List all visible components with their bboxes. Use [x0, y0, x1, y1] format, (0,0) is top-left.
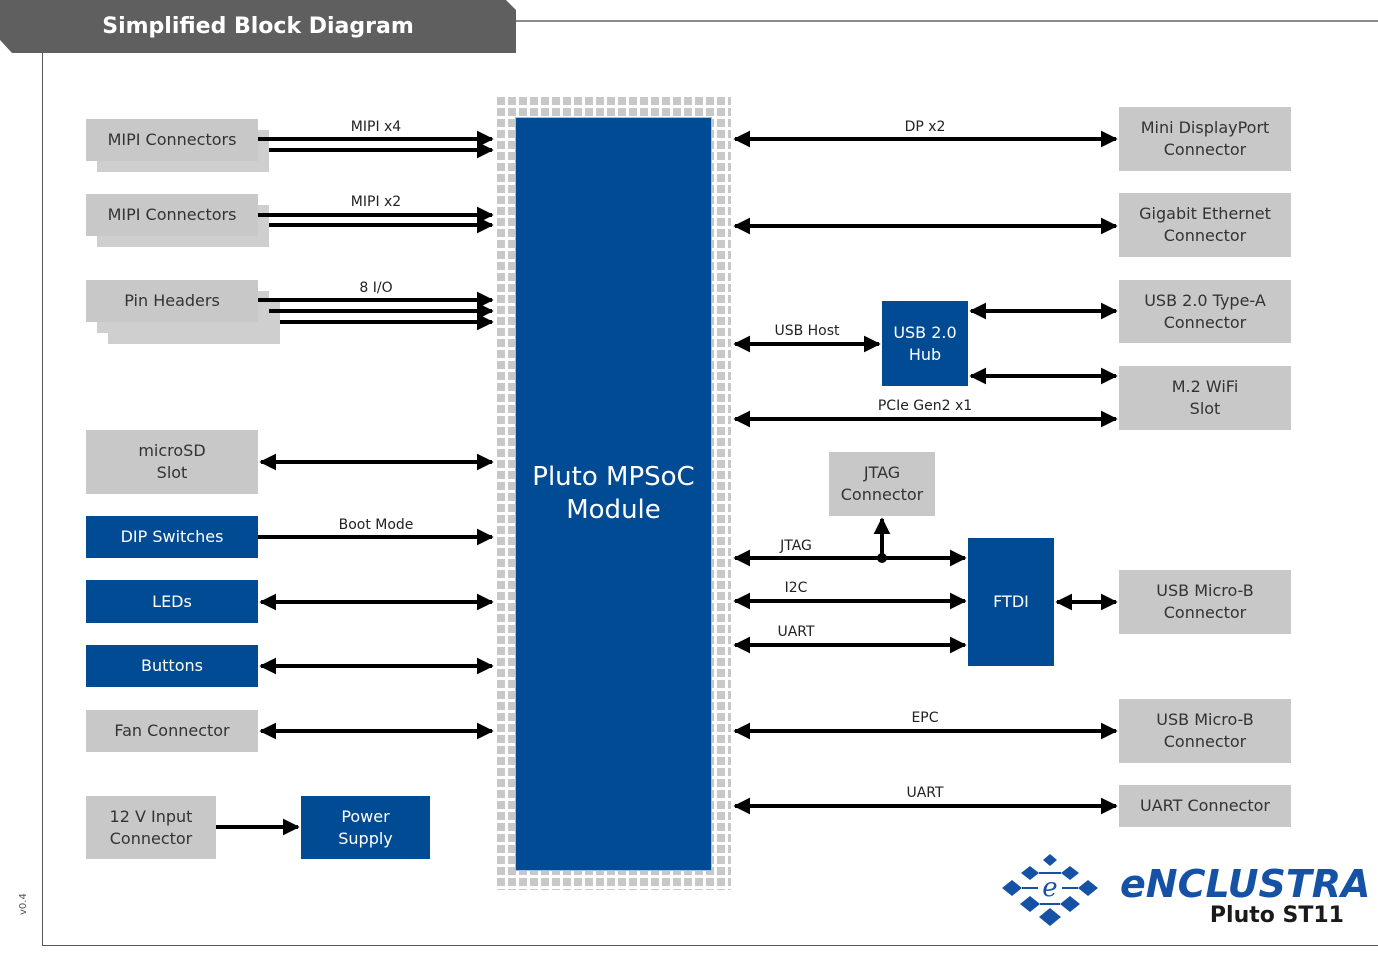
12v-input-connector-block: 12 V Input Connector [86, 796, 216, 859]
pin-headers-block: Pin Headers [86, 280, 258, 322]
product-name: Pluto ST11 [1209, 903, 1344, 928]
header-band [0, 0, 516, 53]
label-usb-host: USB Host [774, 323, 840, 339]
usb-micro-b-connector-epc-block: USB Micro-B Connector [1119, 699, 1291, 763]
label-uart-ftdi: UART [777, 624, 815, 640]
pluto-mpsoc-module: Pluto MPSoC Module [515, 117, 712, 871]
jtag-connector-block: JTAG Connector [829, 452, 935, 516]
frame-bottom-border [42, 945, 1378, 946]
ftdi-block: FTDI [968, 538, 1054, 666]
buttons-block: Buttons [86, 645, 258, 687]
usb-micro-b-connector-ftdi-block: USB Micro-B Connector [1119, 570, 1291, 634]
enclustra-brand-text: eNCLUSTRA [1120, 862, 1371, 906]
power-supply-block: Power Supply [301, 796, 430, 859]
microsd-slot-block: microSD Slot [86, 430, 258, 494]
mipi-x4-connectors-block: MIPI Connectors [86, 119, 258, 161]
label-i2c: I2C [784, 580, 808, 596]
label-jtag: JTAG [780, 538, 812, 554]
usb-type-a-connector-block: USB 2.0 Type-A Connector [1119, 280, 1291, 343]
dip-switches-block: DIP Switches [86, 516, 258, 558]
enclustra-logo-icon: e [1002, 854, 1098, 926]
gigabit-ethernet-connector-block: Gigabit Ethernet Connector [1119, 193, 1291, 257]
m2-wifi-slot-block: M.2 WiFi Slot [1119, 366, 1291, 430]
page-title: Simplified Block Diagram [102, 14, 414, 39]
jtag-junction-dot [877, 553, 887, 563]
header-divider [516, 20, 1378, 22]
svg-text:e: e [1042, 873, 1057, 903]
uart-connector-block: UART Connector [1119, 785, 1291, 827]
label-dp-x2: DP x2 [904, 119, 946, 135]
mini-displayport-connector-block: Mini DisplayPort Connector [1119, 107, 1291, 171]
leds-block: LEDs [86, 580, 258, 623]
frame-left-border [42, 53, 43, 946]
label-mipi-x4: MIPI x4 [350, 119, 402, 135]
label-pcie: PCIe Gen2 x1 [877, 398, 973, 414]
label-boot-mode: Boot Mode [338, 517, 414, 533]
label-epc: EPC [911, 710, 939, 726]
label-uart: UART [906, 785, 944, 801]
label-mipi-x2: MIPI x2 [350, 194, 402, 210]
usb-hub-block: USB 2.0 Hub [882, 301, 968, 386]
fan-connector-block: Fan Connector [86, 710, 258, 752]
mipi-x2-connectors-block: MIPI Connectors [86, 194, 258, 236]
label-8-io: 8 I/O [359, 280, 393, 296]
